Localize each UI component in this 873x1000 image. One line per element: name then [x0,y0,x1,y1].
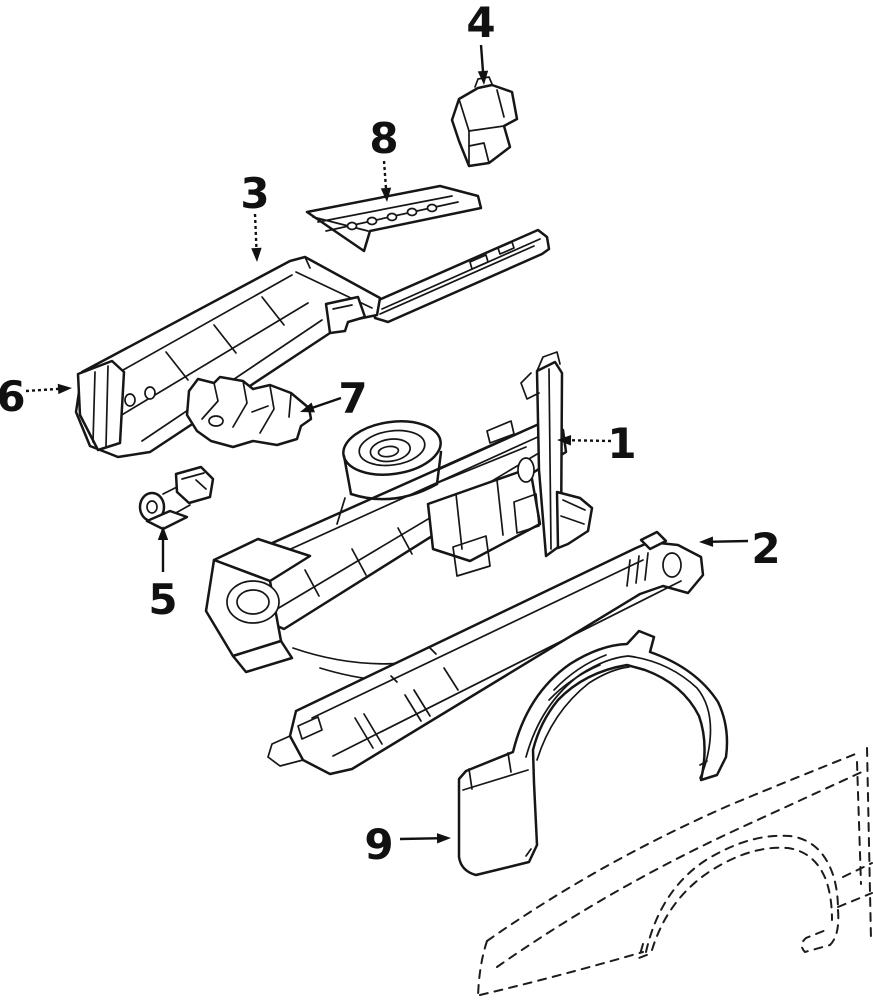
callout-8-leader [382,160,388,194]
callout-2-number: 2 [751,524,780,573]
callout-9-number: 9 [364,820,393,869]
callout-2-leader [707,539,749,544]
strut-tower [342,420,442,476]
bracket-hole [208,415,224,427]
callout-6[interactable]: 6 [0,372,72,421]
callout-7-arrowhead [300,402,315,413]
callouts-layer: 4 8 3 6 7 1 5 2 9 [0,0,781,869]
callout-6-arrowhead [57,383,72,395]
callout-8-number: 8 [369,114,398,163]
callout-7[interactable]: 7 [300,374,368,423]
part-support-bracket[interactable] [185,375,313,449]
callout-2-arrowhead [699,536,714,547]
callout-3-leader [253,213,258,254]
part-splash-shield[interactable] [457,629,729,877]
rail-hole [124,393,136,407]
callout-5-number: 5 [148,575,177,624]
part-mount-bracket[interactable] [450,76,519,168]
part-small-bracket[interactable] [138,465,215,531]
part-lower-rail[interactable] [267,530,705,776]
callout-4-number: 4 [466,0,495,47]
callout-5-arrowhead [157,526,169,540]
part-sill-plate[interactable] [305,184,483,253]
callout-8[interactable]: 8 [369,114,399,202]
part-upper-rail[interactable] [74,255,382,459]
callout-3-arrowhead [251,247,262,262]
fender-outline [477,747,873,998]
panel-hole [517,457,535,483]
plate-hole [406,207,418,217]
callout-1-number: 1 [607,419,636,468]
rail-clip [324,295,367,335]
rail-end-eye [662,552,682,578]
callout-7-number: 7 [338,374,367,423]
callout-5[interactable]: 5 [148,526,178,624]
callout-4[interactable]: 4 [466,0,496,85]
callout-8-arrowhead [380,187,392,202]
callout-6-number: 6 [0,372,26,421]
callout-9-leader [399,836,443,841]
rail-hole [144,386,156,400]
callout-6-leader [25,387,64,393]
plate-hole [386,212,398,222]
callout-1[interactable]: 1 [557,419,637,468]
callout-4-leader [479,44,485,77]
hub-hole-inner [236,589,270,615]
callout-9[interactable]: 9 [364,820,451,869]
plate-hole [366,216,378,226]
callout-4-arrowhead [477,70,489,85]
callout-9-arrowhead [436,833,451,844]
callout-2[interactable]: 2 [699,524,781,573]
callout-3[interactable]: 3 [240,169,270,262]
callout-1-leader [565,438,612,443]
part-upper-rail-channel[interactable] [370,228,551,324]
callout-1-arrowhead [557,435,572,446]
part-rail-end-extension[interactable] [76,359,156,452]
callout-3-number: 3 [240,169,269,218]
bracket-eye [146,500,158,514]
plate-hole [426,203,438,213]
callout-7-leader [308,396,342,411]
part-apron-wheelhouse-assembly[interactable] [204,351,594,682]
plate-hole [346,221,358,231]
